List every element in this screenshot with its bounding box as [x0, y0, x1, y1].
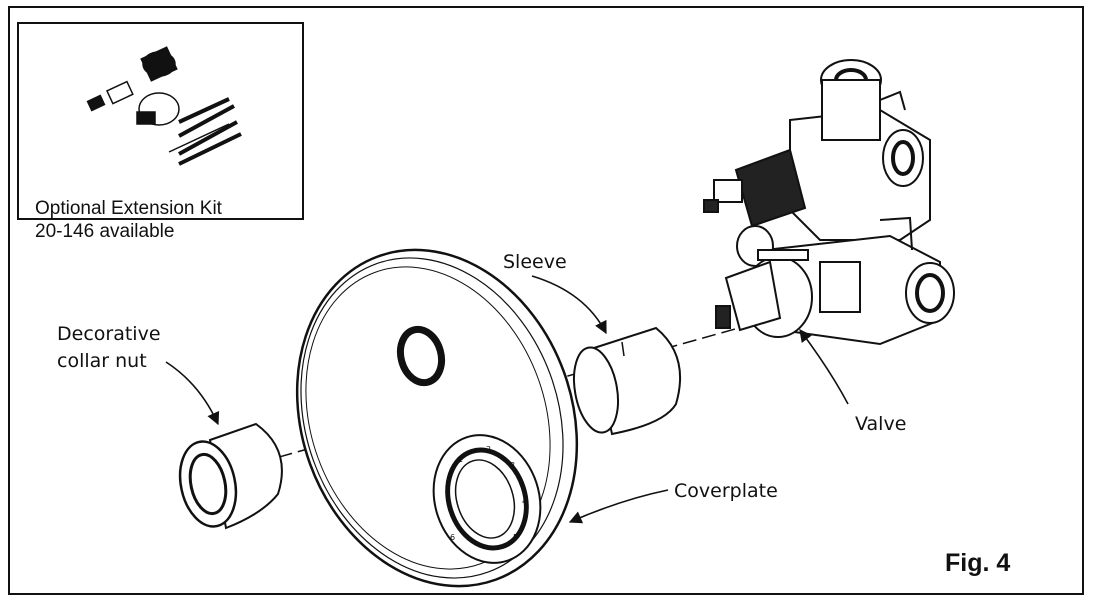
dial-mark: 6 — [450, 533, 455, 542]
valve-drawing — [703, 59, 955, 346]
extension-kit-caption-line1: Optional Extension Kit — [35, 198, 222, 219]
dial-mark: 5 — [513, 533, 518, 542]
extension-kit-inset: Optional Extension Kit 20-146 available — [17, 22, 304, 242]
valve-leader-arrow — [799, 328, 849, 405]
leader-arrows — [165, 275, 849, 524]
sleeve-drawing — [573, 326, 682, 436]
coverplate-drawing — [295, 248, 579, 588]
extension-kit-drawing — [86, 46, 242, 166]
collar-nut-leader-arrow — [165, 361, 220, 426]
dial-mark: 4 — [522, 497, 527, 506]
sleeve-leader-arrow — [531, 275, 607, 335]
coverplate-label: Coverplate — [674, 480, 778, 502]
coverplate-leader-arrow — [568, 489, 669, 524]
valve-label: Valve — [855, 413, 907, 435]
dial-mark: 2 — [486, 445, 491, 454]
dial-mark: 3 — [510, 461, 515, 470]
collar-nut-label-line2: collar nut — [57, 350, 147, 372]
dial-mark: 1 — [458, 455, 463, 464]
sleeve-label: Sleeve — [503, 251, 567, 273]
figure-number: Fig. 4 — [945, 549, 1011, 577]
collar-nut-label-line1: Decorative — [57, 323, 161, 345]
collar-nut-drawing — [178, 422, 283, 530]
dial-markings: 1 2 3 4 5 6 — [450, 445, 527, 542]
diagram-frame — [8, 6, 1084, 595]
extension-kit-caption-line2: 20-146 available — [35, 221, 175, 242]
extension-kit-caption: Optional Extension Kit 20-146 available — [35, 197, 222, 243]
